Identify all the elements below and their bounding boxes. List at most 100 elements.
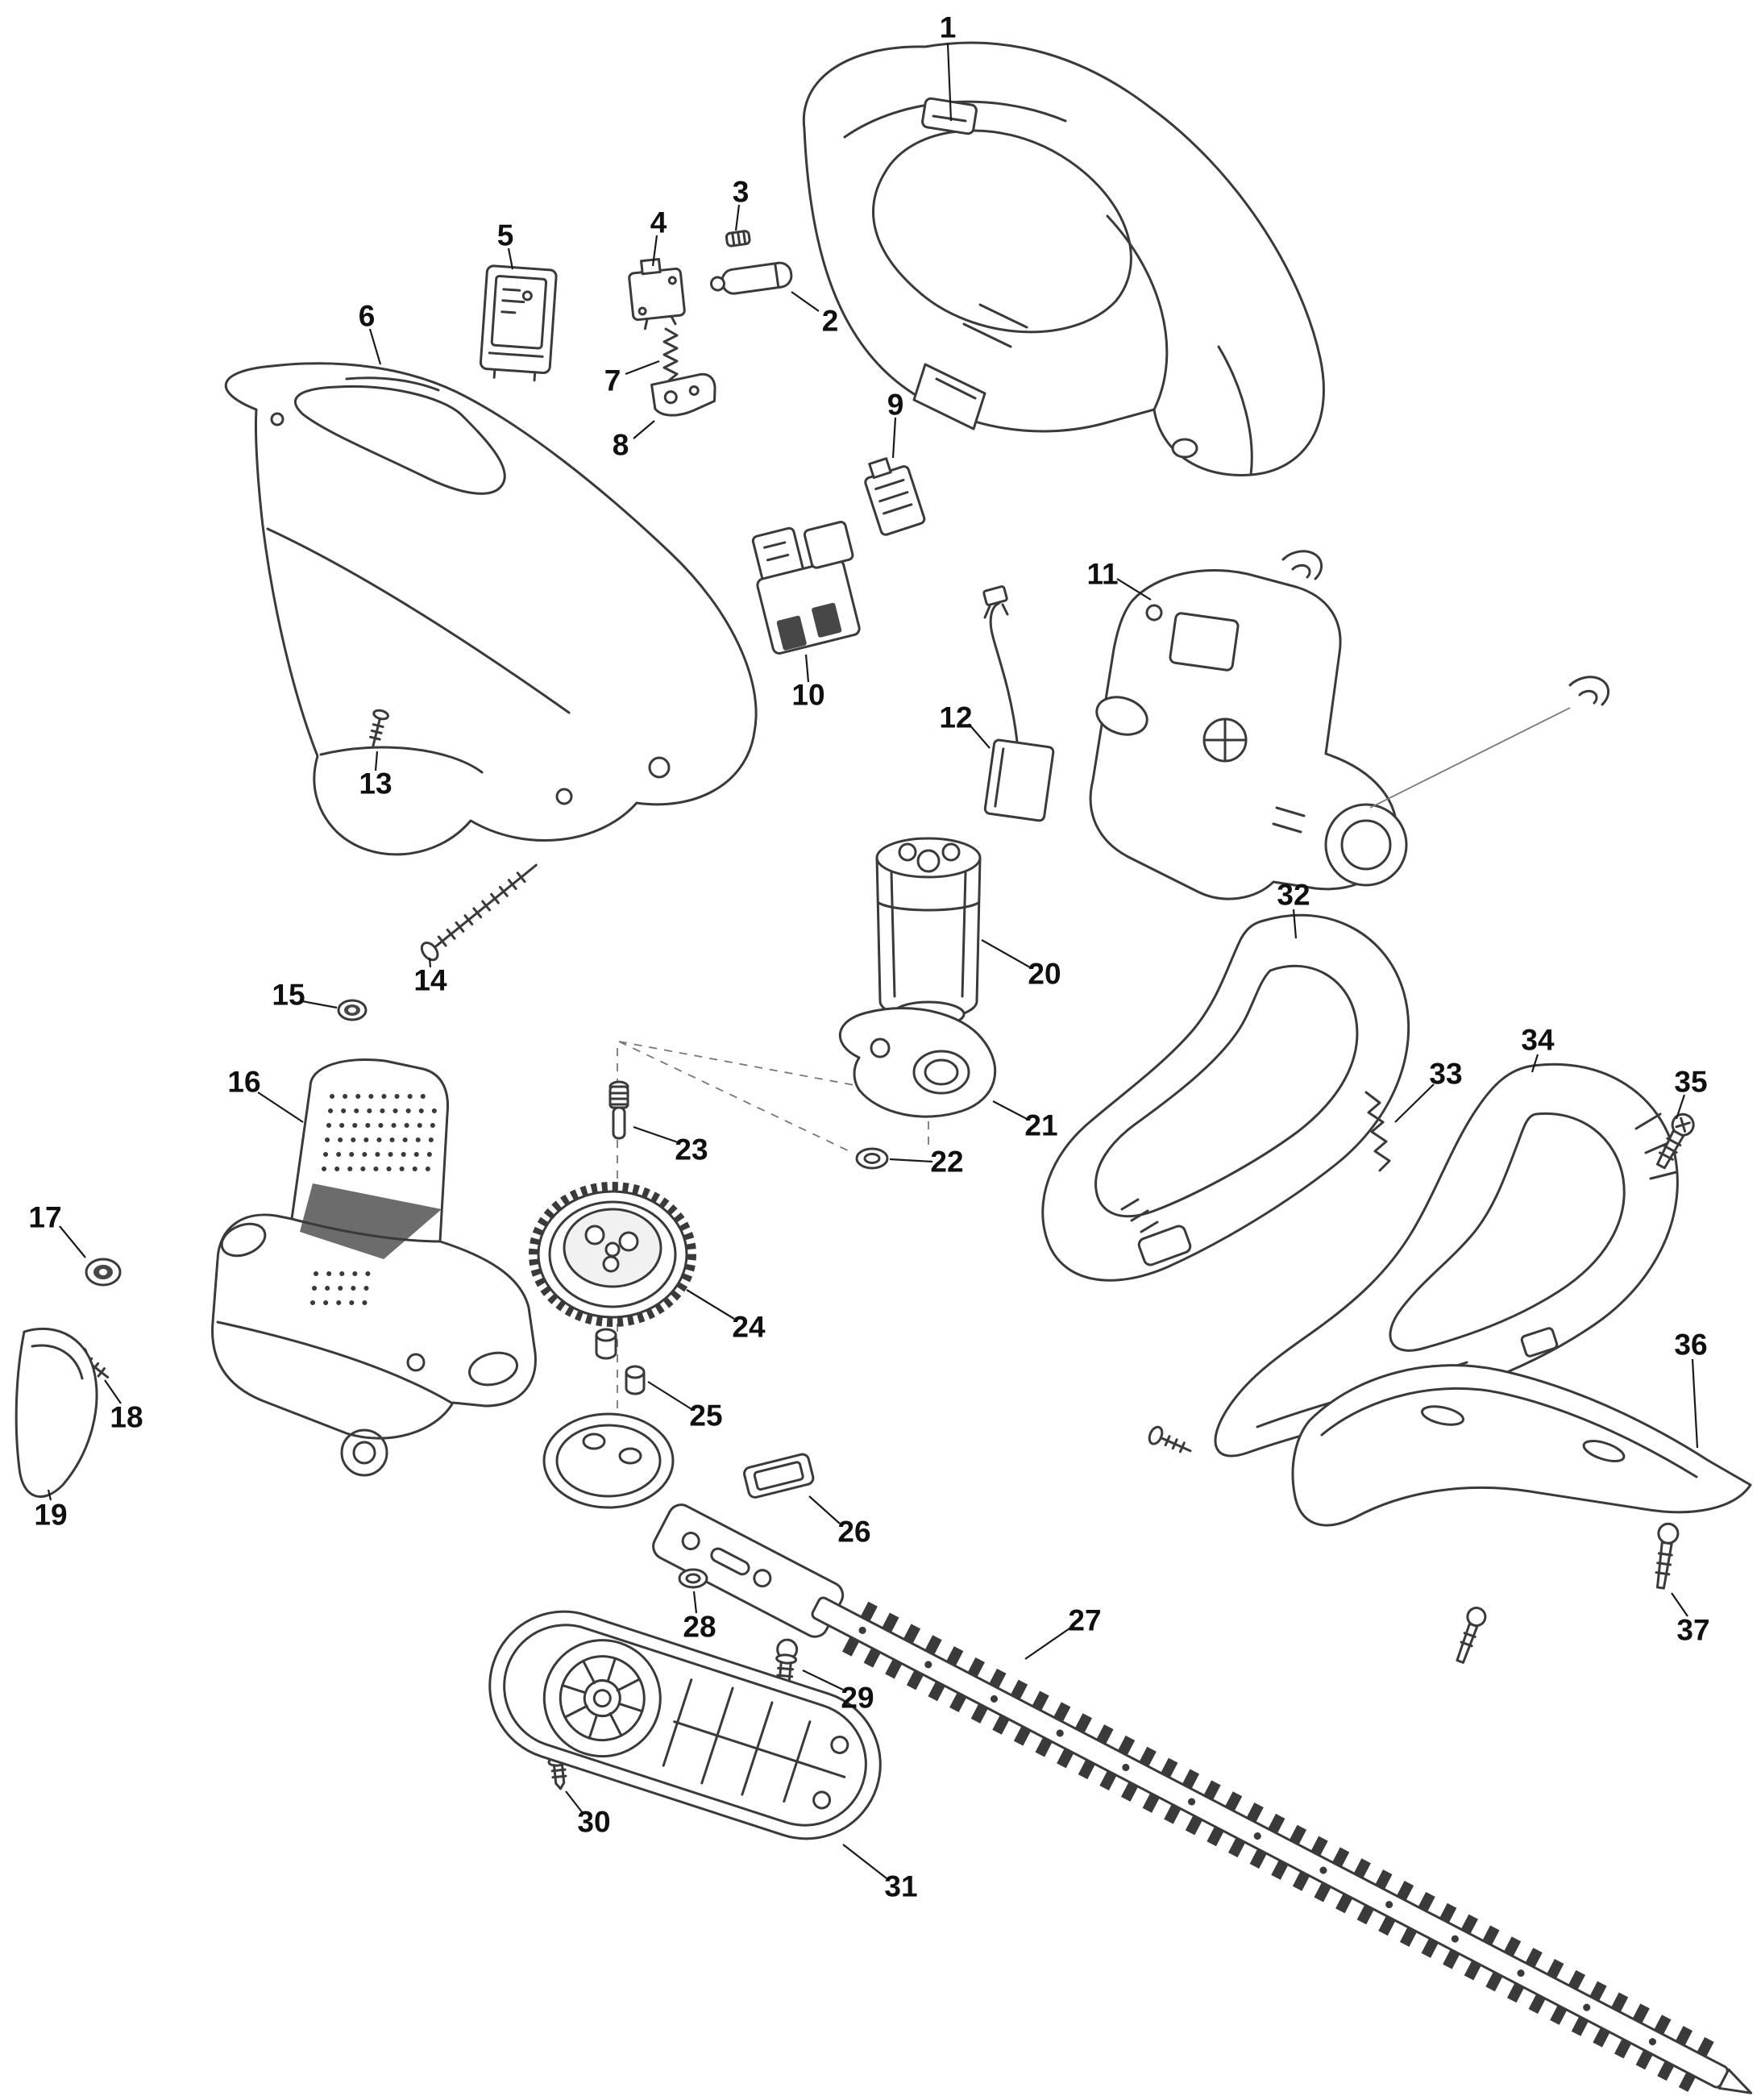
grease-mark-icon [1568,676,1610,706]
part-9-drawing [864,457,926,536]
part-13-drawing [369,709,389,748]
part-29-drawing [775,1638,799,1690]
part-27-callout: 27 [1068,1604,1101,1637]
part-33-leader-line [1394,1083,1435,1123]
part-11-callout: 11 [1086,558,1118,591]
part-35-drawing [1656,1112,1695,1170]
part-12-leader-line [968,723,991,749]
part-12-drawing [982,585,1055,822]
part-37-drawing [1655,1522,1680,1590]
part-25-drawing [595,1328,646,1395]
part-29-callout: 29 [841,1682,874,1715]
part-16-callout: 16 [227,1066,260,1099]
part-8-drawing [650,372,716,417]
part-19-callout: 19 [34,1499,67,1532]
part-10-drawing [751,521,861,655]
part-8-leader-line [633,420,655,439]
part-9-leader-line [891,417,897,459]
part-3-leader-line [734,204,741,231]
part-7-callout: 7 [604,364,621,397]
part-8-callout: 8 [613,429,629,462]
part-23-drawing [608,1080,629,1140]
part-14-callout: 14 [413,964,447,997]
part-24-drawing [529,1182,696,1327]
part-19-leader-line [47,1489,52,1501]
part-12-callout: 12 [939,701,972,734]
part-6-drawing [224,362,758,856]
part-25-callout: 25 [689,1399,722,1433]
part-18-callout: 18 [110,1401,143,1434]
callouts-layer: 1234567891011121314151617181920212223242… [28,11,1709,1903]
part-23-callout: 23 [675,1133,708,1166]
part-28-callout: 28 [683,1611,716,1644]
part-1-drawing [802,41,1325,476]
part-36-leader-line [1691,1358,1699,1449]
part-27-drawing [652,1503,1753,2095]
part-34-leader-line [1530,1054,1539,1073]
part-2-callout: 2 [822,305,839,338]
part-5-leader-line [507,247,514,270]
part-1-callout: 1 [940,11,957,44]
part-13-callout: 13 [359,767,392,800]
part-22-drawing [855,1147,889,1170]
part-6-leader-line [368,328,382,365]
part-28-drawing [678,1568,708,1589]
part-7-leader-line [625,360,660,376]
part-5-drawing [479,264,558,382]
part-7-drawing [662,327,679,382]
part-31-drawing [488,1610,882,1840]
screw-icon [1148,1425,1192,1453]
part-26-drawing [743,1453,815,1499]
part-29-leader-line [802,1670,844,1690]
part-28-leader-line [692,1591,698,1614]
part-31-callout: 31 [884,1870,917,1903]
part-20-leader-line [981,939,1031,968]
part-21-callout: 21 [1024,1109,1057,1142]
part-24-leader-line [686,1289,735,1320]
part-37-callout: 37 [1676,1614,1709,1647]
part-16-drawing [211,1058,537,1477]
part-26-callout: 26 [837,1516,870,1549]
blade-drive-plate [542,1412,675,1509]
part-11-leader-line [1116,578,1152,601]
part-27-leader-line [1024,1626,1073,1660]
part-33-callout: 33 [1429,1058,1462,1091]
part-11-drawing [1089,568,1408,900]
part-15-callout: 15 [272,979,305,1012]
part-3-callout: 3 [733,176,750,209]
part-34-callout: 34 [1521,1024,1555,1057]
part-23-leader-line [633,1125,679,1144]
part-17-leader-line [59,1225,86,1258]
part-4-leader-line [651,235,658,267]
part-13-leader-line [374,751,379,771]
part-32-callout: 32 [1277,879,1310,912]
part-1-leader-line [946,43,953,122]
part-36-drawing [1291,1364,1752,1527]
part-24-callout: 24 [732,1311,766,1344]
part-30-callout: 30 [577,1806,610,1839]
grease-mark-icon [1281,550,1323,580]
part-21-drawing [838,1007,996,1118]
part-33-drawing [1364,1091,1391,1172]
part-15-drawing [337,999,368,1021]
part-20-callout: 20 [1028,958,1061,991]
part-22-callout: 22 [930,1146,963,1179]
part-26-leader-line [808,1495,841,1524]
part-4-callout: 4 [650,206,667,239]
alignment-line [617,1041,929,1441]
part-2-leader-line [791,291,820,312]
part-36-callout: 36 [1674,1329,1707,1362]
part-21-leader-line [992,1100,1028,1120]
part-30-leader-line [565,1790,584,1814]
part-10-leader-line [804,654,810,683]
part-6-callout: 6 [359,300,376,333]
part-3-drawing [725,230,751,247]
part-32-drawing [1041,913,1410,1282]
part-10-callout: 10 [791,679,824,712]
part-31-leader-line [842,1844,887,1879]
part-19-drawing [15,1327,98,1499]
grease-pointer-line [1369,707,1571,809]
part-22-leader-line [889,1158,933,1163]
